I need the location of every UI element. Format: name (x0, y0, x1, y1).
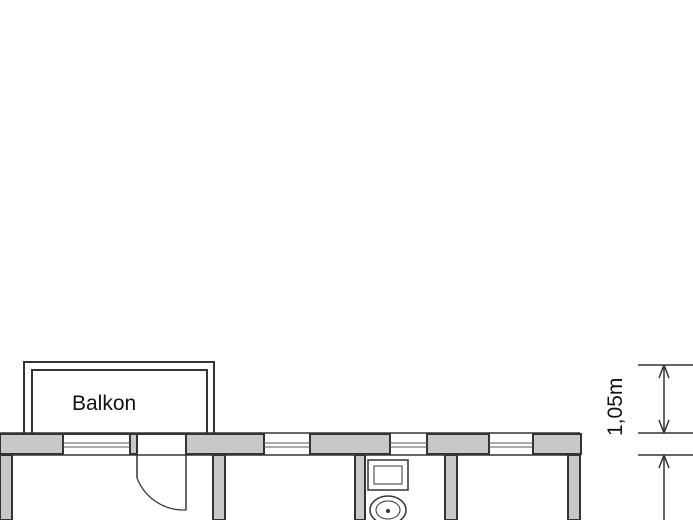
windows (63, 442, 533, 448)
balcony (23, 361, 215, 435)
dimension-line (638, 364, 693, 520)
outer-wall (0, 432, 580, 456)
wall-segments (0, 433, 582, 455)
balcony-label: Balkon (72, 392, 136, 415)
balcony-door (136, 454, 187, 511)
toilet-icon (367, 459, 409, 520)
dimension-label: 1,05m (604, 378, 627, 436)
interior-walls (0, 454, 581, 520)
